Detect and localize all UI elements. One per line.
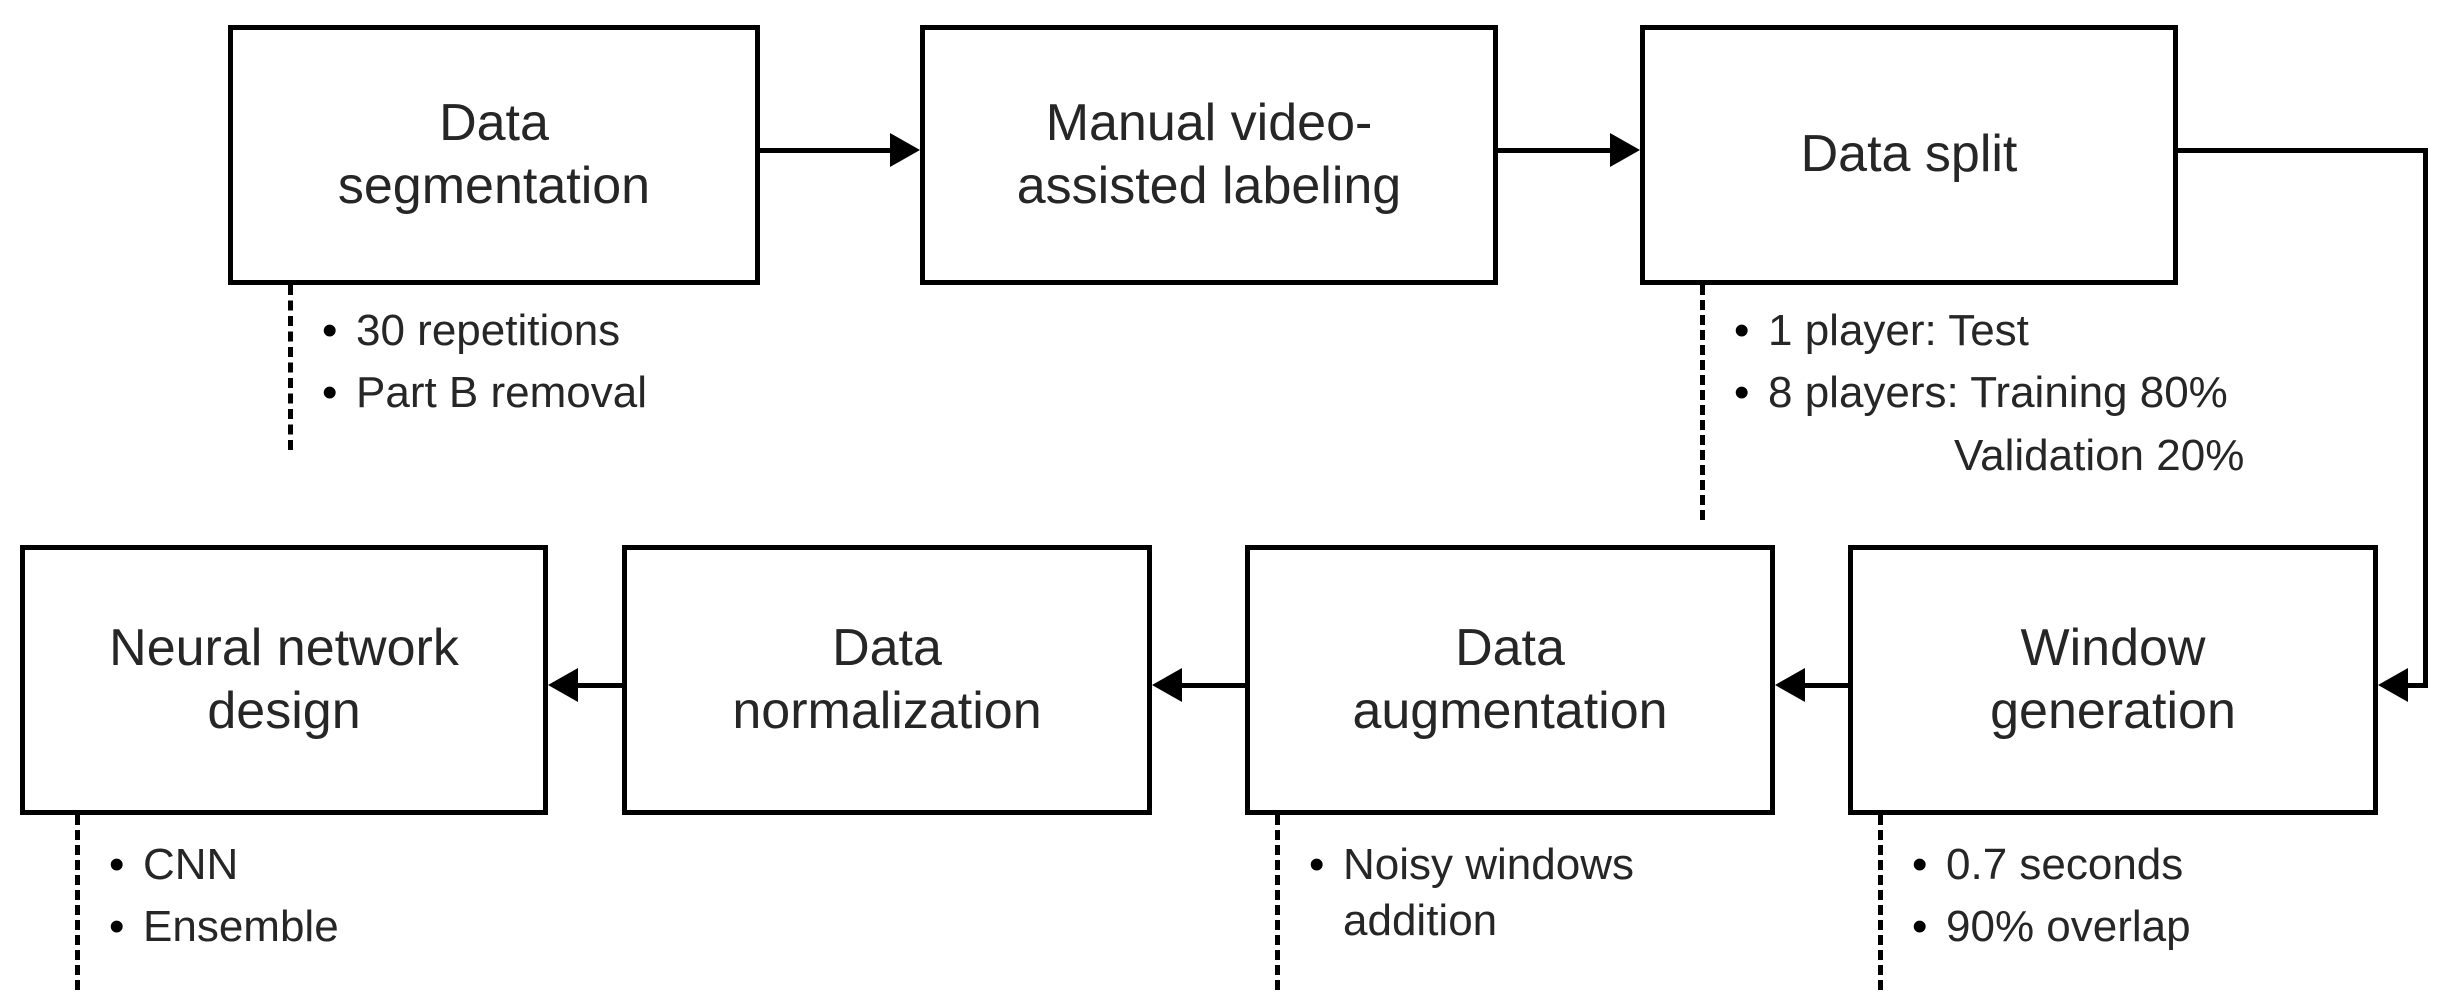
connector-window-to-augmentation-line: [1805, 683, 1850, 688]
node-manual-labeling[interactable]: Manual video- assisted labeling: [920, 25, 1498, 285]
bullet-icon: •: [1912, 840, 1928, 889]
bullet-icon: •: [1309, 840, 1325, 889]
node-data-augmentation[interactable]: Data augmentation: [1245, 545, 1775, 815]
node-data-split[interactable]: Data split: [1640, 25, 2178, 285]
node-neural-network-design[interactable]: Neural network design: [20, 545, 548, 815]
bullet-icon: •: [109, 902, 125, 952]
connector-augmentation-to-normalization-line: [1182, 683, 1247, 688]
node-data-augmentation-label: Data augmentation: [1352, 618, 1668, 740]
node-data-segmentation-label: Data segmentation: [337, 93, 651, 215]
note-data-split: • 1 player: Test • 8 players: Training 8…: [1700, 285, 2400, 520]
note-window-generation-divider: [1878, 815, 1883, 990]
bullet-icon: •: [322, 368, 338, 418]
note-data-segmentation: • 30 repetitions • Part B removal: [288, 285, 768, 450]
note-item: • Part B removal: [322, 365, 647, 421]
note-item: • Noisy windows addition: [1309, 837, 1634, 950]
connector-normalization-to-network-line: [578, 683, 624, 688]
bullet-icon: •: [1734, 368, 1750, 418]
note-item-text: Noisy windows addition: [1343, 840, 1634, 946]
note-data-split-list: • 1 player: Test • 8 players: Training 8…: [1734, 303, 2244, 490]
note-data-segmentation-divider: [288, 285, 293, 450]
bullet-icon: •: [322, 306, 338, 355]
note-item: • Ensemble: [109, 899, 339, 955]
note-item-text: 0.7 seconds: [1946, 840, 2184, 889]
node-data-split-label: Data split: [1800, 125, 2018, 184]
note-item: • 1 player: Test: [1734, 303, 2244, 359]
note-item-text: 1 player: Test: [1768, 306, 2029, 355]
connector-augmentation-to-normalization-arrowhead: [1152, 668, 1182, 702]
node-neural-network-design-label: Neural network design: [109, 618, 459, 740]
note-data-augmentation: • Noisy windows addition: [1275, 815, 1745, 990]
node-data-normalization-label: Data normalization: [732, 618, 1042, 740]
note-item: • 0.7 seconds: [1912, 837, 2191, 893]
connector-split-to-window-arrowhead: [2378, 668, 2408, 702]
node-data-normalization[interactable]: Data normalization: [622, 545, 1152, 815]
note-item-text: 30 repetitions: [356, 306, 621, 355]
node-window-generation-label: Window generation: [1990, 618, 2236, 740]
node-data-segmentation[interactable]: Data segmentation: [228, 25, 760, 285]
connector-normalization-to-network-arrowhead: [548, 668, 578, 702]
connector-split-to-window-right: [2423, 148, 2428, 685]
note-continuation-text: Validation 20%: [1734, 430, 2245, 480]
note-neural-network-design: • CNN • Ensemble: [75, 815, 495, 990]
connector-split-to-window-bottom: [2405, 683, 2428, 688]
note-data-segmentation-list: • 30 repetitions • Part B removal: [322, 303, 647, 428]
bullet-icon: •: [1912, 902, 1928, 952]
note-window-generation-list: • 0.7 seconds • 90% overlap: [1912, 837, 2191, 962]
node-manual-labeling-label: Manual video- assisted labeling: [1016, 93, 1402, 215]
note-item: • 8 players: Training 80%: [1734, 365, 2244, 421]
note-neural-network-design-divider: [75, 815, 80, 990]
connector-labeling-to-split-arrowhead: [1610, 133, 1640, 167]
note-data-augmentation-divider: [1275, 815, 1280, 990]
note-item-text: CNN: [143, 840, 239, 889]
note-item-text: 8 players: Training 80%: [1768, 368, 2228, 418]
note-item: • 30 repetitions: [322, 303, 647, 359]
note-item: • CNN: [109, 837, 339, 893]
connector-seg-to-labeling-arrowhead: [890, 133, 920, 167]
node-window-generation[interactable]: Window generation: [1848, 545, 2378, 815]
note-item-text: 90% overlap: [1946, 902, 2191, 952]
bullet-icon: •: [109, 840, 125, 889]
note-item-text: Part B removal: [356, 368, 647, 418]
note-neural-network-design-list: • CNN • Ensemble: [109, 837, 339, 962]
note-data-split-divider: [1700, 285, 1705, 520]
connector-window-to-augmentation-arrowhead: [1775, 668, 1805, 702]
note-data-augmentation-list: • Noisy windows addition: [1309, 837, 1634, 956]
connector-seg-to-labeling-line: [760, 148, 892, 153]
note-window-generation: • 0.7 seconds • 90% overlap: [1878, 815, 2328, 990]
connector-split-to-window-top: [2178, 148, 2428, 153]
bullet-icon: •: [1734, 306, 1750, 355]
note-item-text: Ensemble: [143, 902, 339, 952]
connector-labeling-to-split-line: [1498, 148, 1612, 153]
note-item: • 90% overlap: [1912, 899, 2191, 955]
